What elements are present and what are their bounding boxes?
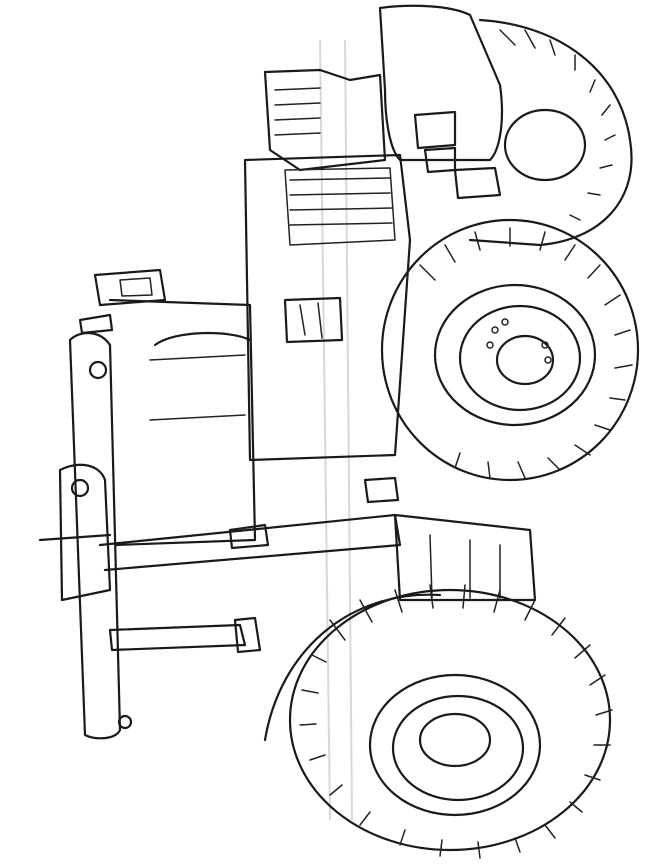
front-wheel-upper — [468, 18, 633, 247]
hood-and-engine — [263, 4, 504, 200]
cab-frame — [38, 268, 402, 740]
engine-side-panel — [243, 153, 412, 462]
rear-wheel — [288, 584, 613, 859]
cab-details — [78, 313, 400, 504]
front-wheel-main — [380, 218, 640, 482]
rear-body — [108, 513, 537, 742]
